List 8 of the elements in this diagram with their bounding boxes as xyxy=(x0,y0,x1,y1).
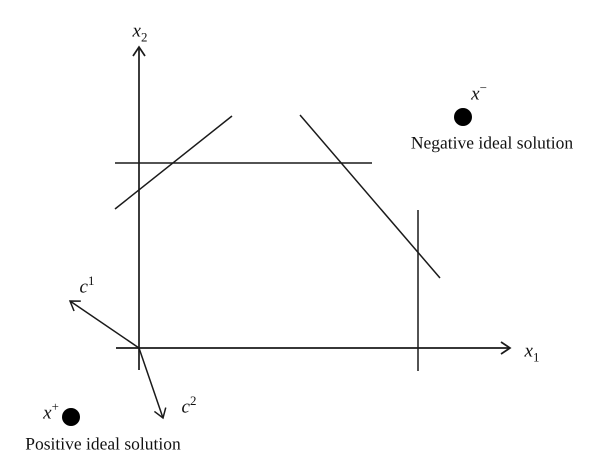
axis-label: x$_{1}$ xyxy=(524,342,540,360)
vector-label: c$^{1}$ xyxy=(80,278,94,296)
point-label: x$^{−}$ xyxy=(471,84,487,104)
vector-label: c$^{2}$ xyxy=(182,398,196,416)
point-label: x$^{+}$ xyxy=(43,404,59,422)
solution-label: Positive ideal solution xyxy=(25,435,181,453)
solution-label: Negative ideal solution xyxy=(410,134,574,152)
axis-label: x$_{2}$ xyxy=(132,22,148,40)
